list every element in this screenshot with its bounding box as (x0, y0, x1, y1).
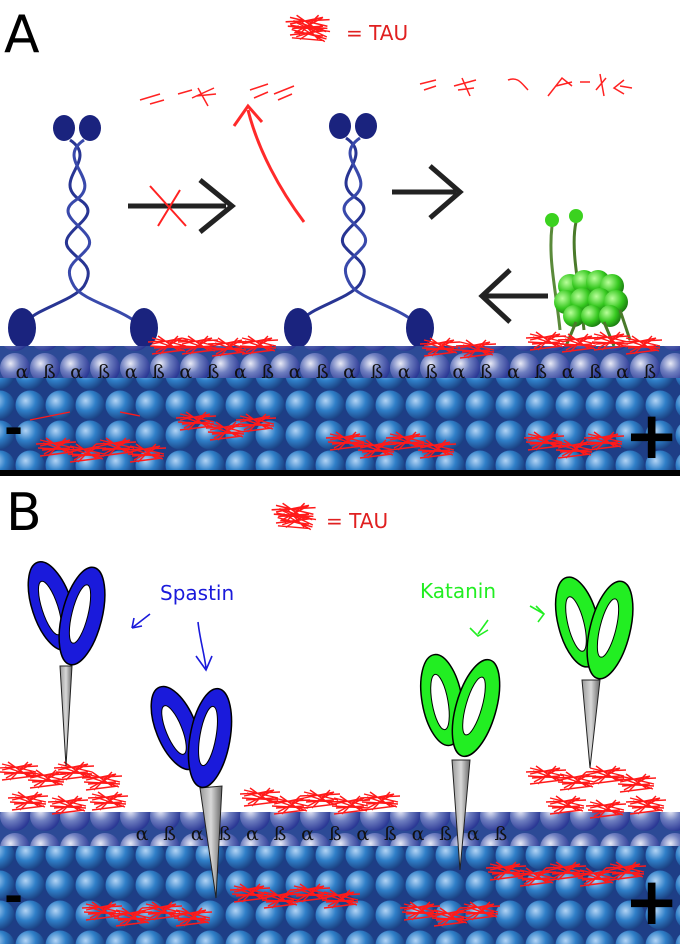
tau-release-arrow (232, 103, 306, 223)
tubulin-b-subunit: ß (384, 823, 397, 845)
katanin-pointer-arrows (469, 605, 546, 638)
tubulin-a-subunit: ß (371, 361, 384, 383)
tubulin-a-subunit: ß (425, 361, 438, 383)
tubulin-b-subunit: ß (494, 823, 507, 845)
tubulin-a-subunit: α (179, 361, 192, 383)
dynein-motor (545, 209, 632, 347)
tubulin-b-subunit: ß (218, 823, 231, 845)
panel-b-letter: B (6, 483, 42, 543)
tau-legend-label: = TAU (346, 21, 408, 45)
tubulin-b-subunit: ß (163, 823, 176, 845)
katanin-label: Katanin (420, 579, 496, 603)
spastin-scissors-2 (150, 685, 233, 899)
released-tau (139, 73, 633, 107)
panel-a-letter: A (4, 5, 40, 65)
tubulin-a-subunit: α (234, 361, 247, 383)
spastin-scissors-1 (27, 561, 106, 767)
tubulin-a-subunit: ß (534, 361, 547, 383)
tubulin-b-subunit: ß (329, 823, 342, 845)
panel-divider (0, 470, 680, 476)
tubulin-b-subunit: α (191, 823, 204, 845)
spastin-label: Spastin (160, 581, 234, 605)
tubulin-b-subunit: α (467, 823, 480, 845)
tubulin-a-subunit: ß (644, 361, 657, 383)
blocked-arrow-icon (128, 178, 236, 234)
tubulin-a-subunit: α (289, 361, 302, 383)
tubulin-a-subunit: α (343, 361, 356, 383)
tau-legend-label-b: = TAU (326, 509, 388, 533)
tubulin-a-subunit: ß (480, 361, 493, 383)
tubulin-a-subunit: α (125, 361, 138, 383)
tubulin-a-subunit: ß (207, 361, 220, 383)
tau-legend-icon (270, 502, 318, 534)
minus-end-label-b: - (4, 869, 23, 923)
tubulin-b-subunit: ß (274, 823, 287, 845)
tubulin-a-subunit: ß (316, 361, 329, 383)
tubulin-a-subunit: ß (261, 361, 274, 383)
kinesin-motor-1 (8, 115, 158, 348)
tubulin-b-subunit: ß (439, 823, 452, 845)
tubulin-a-subunit: α (562, 361, 575, 383)
katanin-scissors-2 (554, 576, 634, 769)
tubulin-a-subunit: ß (589, 361, 602, 383)
tubulin-a-subunit: α (507, 361, 520, 383)
plus-end-label-b: + (624, 863, 679, 940)
tubulin-b-subunit: α (356, 823, 369, 845)
spastin-pointer-arrows (131, 613, 213, 672)
plus-end-label-a: + (624, 397, 679, 474)
kinesin-motor-2 (284, 113, 434, 348)
tubulin-a-subunit: α (452, 361, 465, 383)
tubulin-b-subunit: α (301, 823, 314, 845)
backward-arrow-icon (478, 268, 548, 324)
tubulin-a-subunit: α (616, 361, 629, 383)
tubulin-b-subunit: α (246, 823, 259, 845)
forward-arrow-icon (392, 164, 464, 220)
tubulin-a-subunit: ß (43, 361, 56, 383)
tubulin-b-subunit: α (412, 823, 425, 845)
microtubule-a (0, 346, 680, 470)
tubulin-a-subunit: α (398, 361, 411, 383)
tubulin-b-subunit: α (136, 823, 149, 845)
katanin-scissors-1 (419, 653, 501, 871)
tubulin-a-subunit: α (16, 361, 29, 383)
tau-legend-icon (284, 14, 332, 46)
tubulin-a-subunit: α (70, 361, 83, 383)
tubulin-a-subunit: ß (152, 361, 165, 383)
minus-end-label-a: - (4, 401, 23, 455)
tubulin-a-subunit: ß (98, 361, 111, 383)
bound-tau-a (29, 331, 663, 463)
